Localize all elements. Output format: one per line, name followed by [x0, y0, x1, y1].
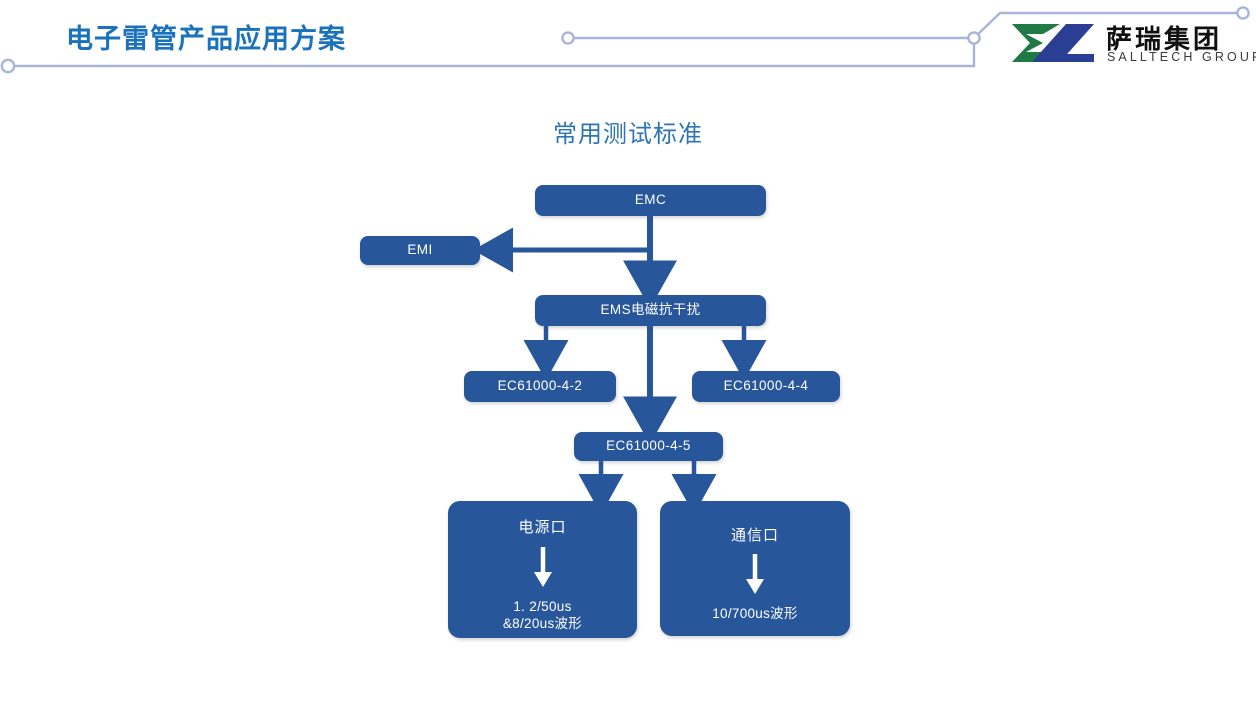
- header-decoration-line: [0, 6, 1250, 74]
- deco-node-left: [0, 58, 16, 74]
- deco-node-right: [1236, 6, 1250, 20]
- brand-name-en: SALLTECH GROUP: [1107, 50, 1256, 64]
- brand-name-cn: 萨瑞集团: [1106, 24, 1223, 54]
- deco-node-corner: [967, 31, 981, 45]
- node-ems[interactable]: EMS电磁抗干扰: [535, 295, 766, 326]
- down-arrow-icon: [746, 554, 764, 595]
- node-power-port-title: 电源口: [518, 519, 567, 537]
- node-ec61000-4-2[interactable]: EC61000-4-2: [464, 371, 616, 402]
- salltech-logo-icon: [1012, 24, 1094, 62]
- node-power-port-line1: 1. 2/50us: [513, 599, 572, 614]
- page-title: 电子雷管产品应用方案: [66, 24, 346, 54]
- diagram-title: 常用测试标准: [553, 121, 703, 148]
- node-comm-port-line1: 10/700us波形: [712, 606, 798, 622]
- node-power-port[interactable]: 电源口 1. 2/50us &8/20us波形: [448, 501, 637, 638]
- brand-logo: 萨瑞集团 SALLTECH GROUP: [1010, 19, 1256, 69]
- slide-header: 电子雷管产品应用方案 萨瑞集团 SALLTECH GROUP: [0, 0, 1256, 90]
- down-arrow-icon: [533, 547, 552, 587]
- node-emi[interactable]: EMI: [360, 236, 480, 265]
- node-comm-port-title: 通信口: [730, 526, 779, 544]
- deco-node-mid: [561, 31, 575, 45]
- node-power-port-line2: &8/20us波形: [502, 615, 583, 631]
- node-emc[interactable]: EMC: [535, 185, 766, 216]
- node-ec61000-4-5[interactable]: EC61000-4-5: [574, 432, 723, 461]
- node-ec61000-4-4[interactable]: EC61000-4-4: [692, 371, 840, 402]
- node-comm-port[interactable]: 通信口 10/700us波形: [660, 501, 850, 636]
- edge-emc-to-emi: [472, 216, 653, 273]
